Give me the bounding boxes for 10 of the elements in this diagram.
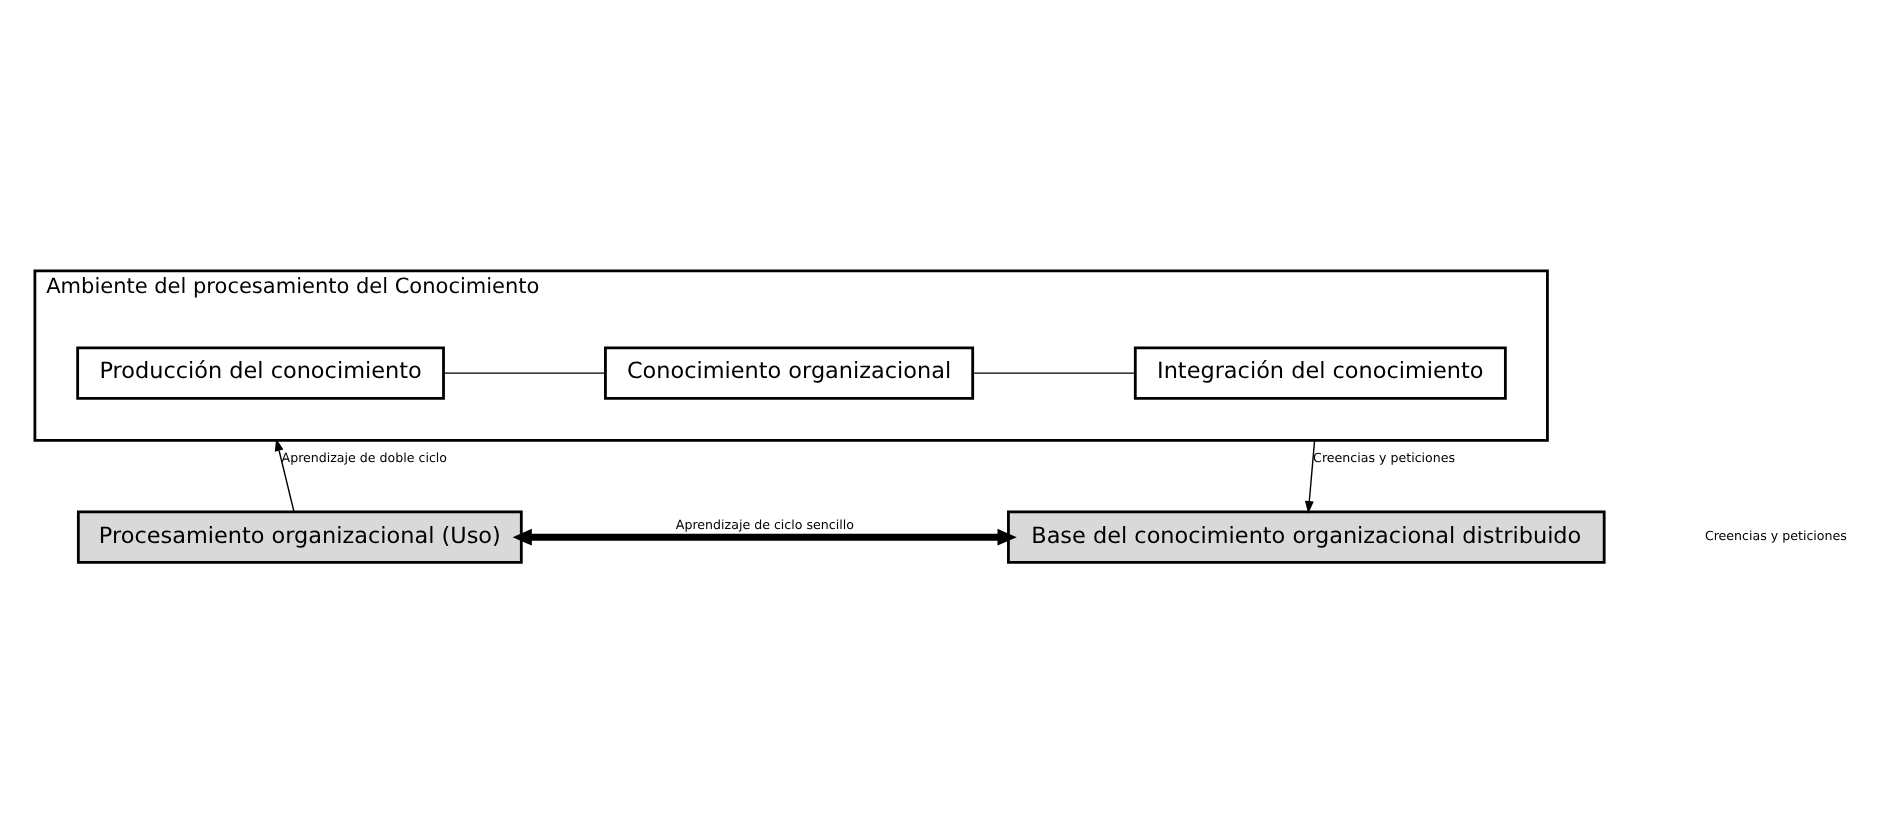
- node-box: Base del conocimiento organizacional distribuido: [1007, 509, 1606, 563]
- arrow: [1304, 438, 1316, 513]
- node-box: Conocimiento organizacional: [604, 345, 975, 399]
- connector: [972, 371, 1136, 373]
- node-box: Procesamiento organizacional (Uso): [76, 509, 523, 563]
- connector: [443, 371, 606, 373]
- node-box: Integración del conocimiento: [1133, 345, 1507, 399]
- node-box: Producción del conocimiento: [76, 345, 445, 399]
- arrow: [512, 527, 1017, 545]
- arrow: [274, 437, 295, 512]
